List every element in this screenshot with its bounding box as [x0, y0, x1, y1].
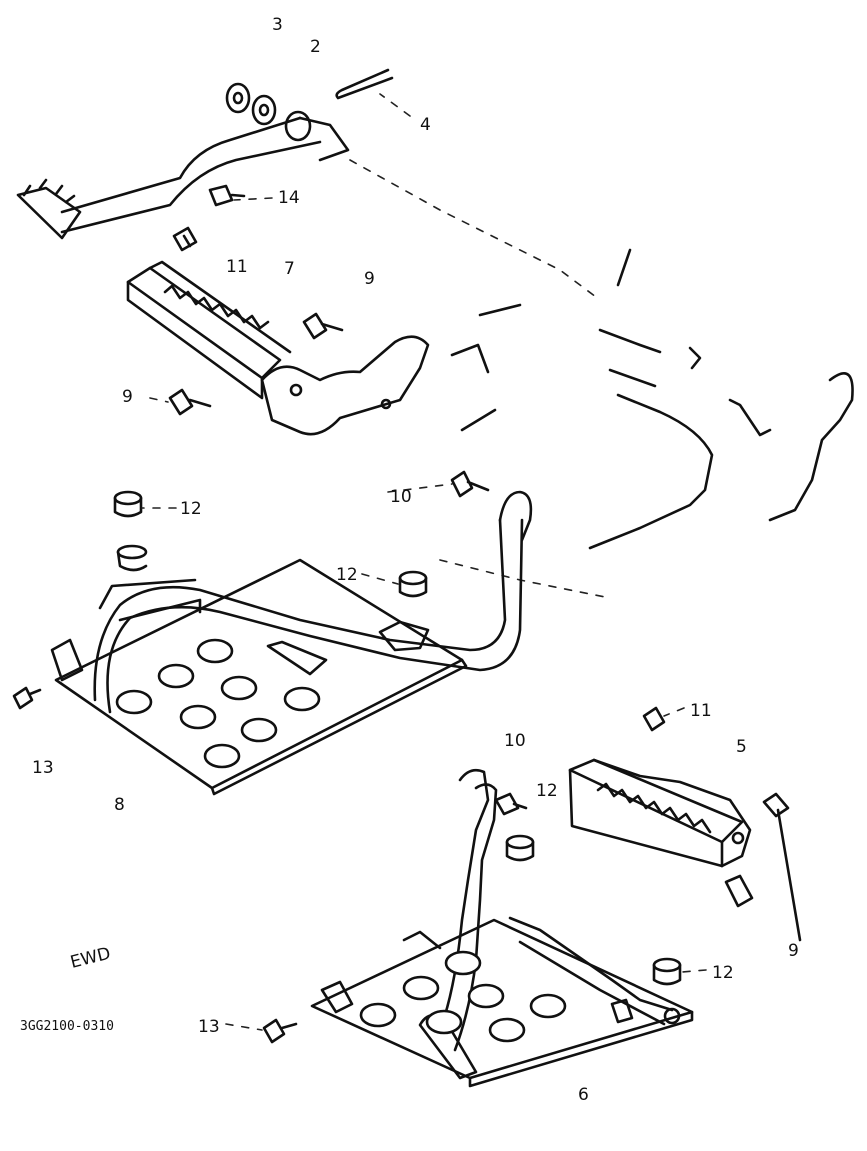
drawing-code: 3GG2100-0310: [20, 1019, 114, 1034]
bolt-11-right: [642, 706, 666, 732]
callout-8: 8: [114, 795, 125, 815]
callout-9-upper: 9: [364, 269, 375, 289]
callout-12-d: 12: [712, 963, 734, 983]
frame-outline: [349, 159, 854, 599]
callout-7: 7: [284, 259, 295, 279]
bolt-10-lower: [494, 792, 528, 816]
callout-3: 3: [272, 15, 283, 35]
callout-13-bottom: 13: [198, 1017, 220, 1037]
grommet-12-a: [113, 490, 143, 518]
callout-9-left: 9: [122, 387, 133, 407]
callout-6: 6: [578, 1085, 589, 1105]
footrest-plate-6: [310, 768, 694, 1088]
pivot-bolt-14: [208, 184, 246, 207]
grommet-12-left: [116, 544, 148, 572]
callout-5: 5: [736, 737, 747, 757]
callout-labels: 3 2 4 14 11 7 9 9 10 12 12 13 8 11 5 10 …: [32, 15, 799, 1105]
callout-10-lower: 10: [504, 731, 526, 751]
bolt-10-top: [450, 470, 490, 498]
grommet-12-c: [505, 834, 535, 862]
callout-12-a: 12: [180, 499, 202, 519]
footrest-plate-8: [50, 490, 533, 796]
leader-lines: [141, 93, 707, 1031]
callout-12-c: 12: [536, 781, 558, 801]
callout-11-right: 11: [690, 701, 712, 721]
bolt-11-top: [172, 226, 198, 252]
footrest-bracket-7: [126, 260, 430, 436]
callout-11-top: 11: [226, 257, 248, 277]
callout-10-top: 10: [390, 487, 412, 507]
bolt-13-left: [12, 686, 42, 710]
callout-14: 14: [278, 188, 300, 208]
bolt-9-left: [168, 388, 212, 416]
washer-2: [251, 94, 277, 126]
bolt-9-right: [724, 792, 802, 942]
cotter-pin-4: [335, 68, 394, 100]
grommet-12-b: [398, 570, 428, 598]
washer-3: [225, 82, 251, 114]
ewd-mark: EWD: [68, 944, 112, 973]
callout-2: 2: [310, 37, 321, 57]
callout-4: 4: [420, 115, 431, 135]
callout-13-left: 13: [32, 758, 54, 778]
bushing: [284, 110, 312, 142]
callout-9-right: 9: [788, 941, 799, 961]
bolt-9-upper: [302, 312, 344, 340]
bolt-13-bottom: [262, 1018, 298, 1044]
grommet-12-d: [652, 957, 682, 986]
footrest-bracket-5: [568, 758, 752, 868]
brake-pedal: [16, 116, 350, 240]
callout-12-b: 12: [336, 565, 358, 585]
